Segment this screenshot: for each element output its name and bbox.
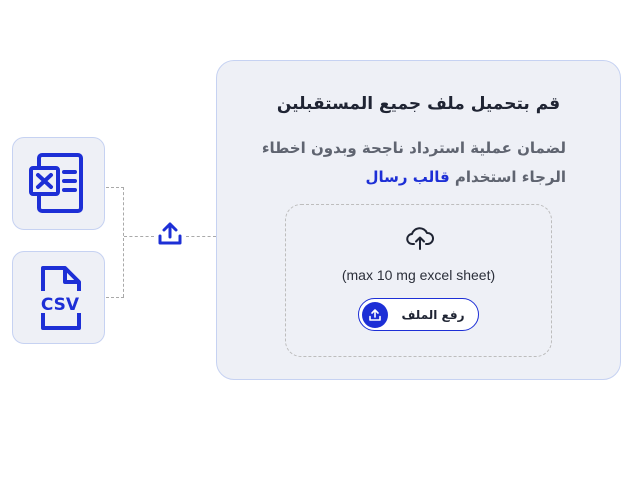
- connector-line: [123, 187, 124, 297]
- upload-button-label: رفع الملف: [401, 307, 465, 322]
- upload-icon: [369, 308, 381, 321]
- csv-label: CSV: [40, 295, 79, 315]
- connector-line: [106, 297, 124, 298]
- subtitle-line-2: الرجاء استخدام قالب رسال: [246, 163, 566, 192]
- connector-line: [124, 236, 154, 237]
- panel-title: قم بتحميل ملف جميع المستقبلين: [276, 94, 561, 114]
- csv-file-tile: CSV: [12, 251, 105, 344]
- cloud-upload-icon: [406, 227, 434, 250]
- subtitle-line-1: لضمان عملية استرداد ناجحة وبدون اخطاء: [261, 139, 566, 157]
- panel-subtitle: لضمان عملية استرداد ناجحة وبدون اخطاء ال…: [246, 134, 566, 192]
- subtitle-line-2-text: الرجاء استخدام: [449, 168, 566, 186]
- file-dropzone[interactable]: (max 10 mg excel sheet) رفع الملف: [285, 204, 552, 357]
- upload-button-icon-circle: [362, 301, 388, 328]
- connector-line: [106, 187, 124, 188]
- connector-line: [186, 236, 216, 237]
- upload-file-button[interactable]: رفع الملف: [358, 298, 479, 331]
- excel-file-icon: [28, 152, 83, 213]
- upload-icon: [158, 222, 182, 245]
- template-link[interactable]: قالب رسال: [365, 168, 450, 186]
- csv-file-icon: CSV: [40, 265, 81, 330]
- upload-panel: قم بتحميل ملف جميع المستقبلين لضمان عملي…: [216, 60, 621, 380]
- file-size-limit: (max 10 mg excel sheet): [341, 267, 496, 283]
- excel-file-tile: [12, 137, 105, 230]
